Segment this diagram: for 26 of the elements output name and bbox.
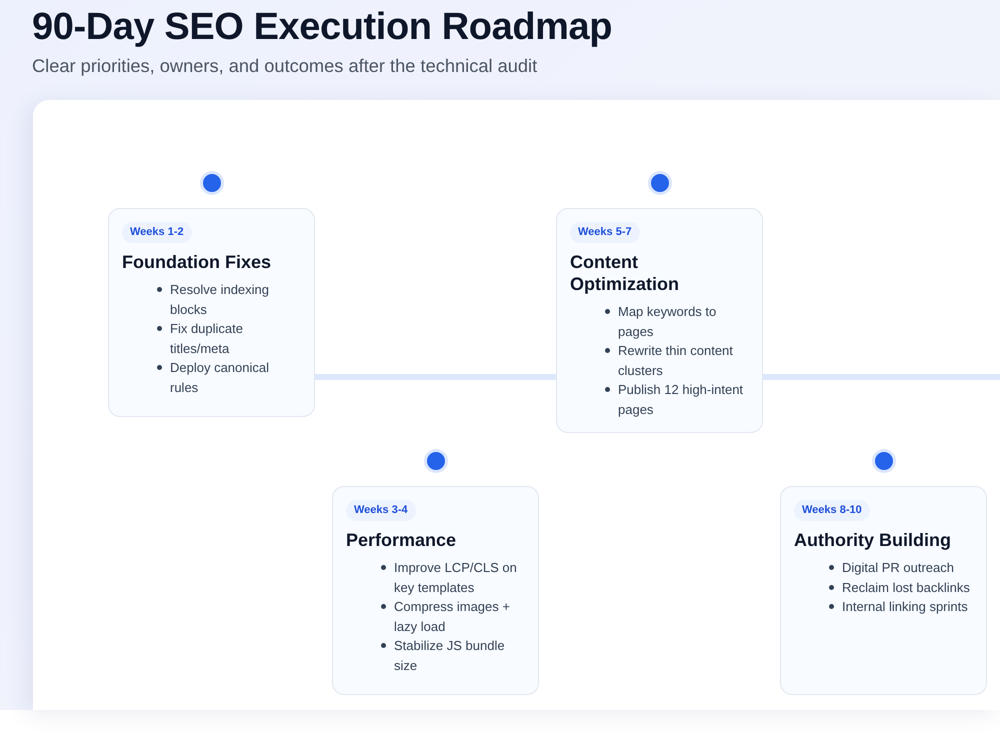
week-range-tag: Weeks 8-10: [794, 500, 870, 521]
week-range-tag: Weeks 5-7: [570, 222, 640, 243]
page-subtitle: Clear priorities, owners, and outcomes after the technical audit: [32, 54, 538, 78]
week-range-tag: Weeks 3-4: [346, 500, 416, 521]
task-item: Stabilize JS bundle size: [394, 637, 506, 674]
phase-title: Content Optimization: [570, 251, 680, 295]
task-item: Deploy canonical rules: [170, 359, 270, 396]
week-range-tag: Weeks 1-2: [122, 222, 192, 243]
phase-title: Authority Building: [794, 529, 952, 551]
phase-card: [556, 208, 763, 433]
task-item: Improve LCP/CLS on key templates: [394, 559, 518, 597]
task-item: Internal linking sprints: [842, 598, 969, 616]
phase-title: Performance: [346, 529, 458, 551]
phase-card: [780, 486, 987, 695]
task-item: Digital PR outreach: [842, 559, 955, 577]
task-item: Publish 12 high-intent pages: [618, 381, 744, 419]
task-item: Rewrite thin content clusters: [618, 342, 734, 380]
page-title: 90-Day SEO Execution Roadmap: [32, 5, 612, 50]
phase-card: [108, 208, 315, 417]
phase-title: Foundation Fixes: [122, 251, 272, 273]
task-item: Resolve indexing blocks: [170, 281, 270, 318]
task-item: Fix duplicate titles/meta: [170, 320, 244, 358]
task-item: Reclaim lost backlinks: [842, 578, 971, 596]
task-item: Map keywords to pages: [618, 303, 718, 341]
task-item: Compress images + lazy load: [394, 598, 511, 636]
phase-card: [332, 486, 539, 695]
